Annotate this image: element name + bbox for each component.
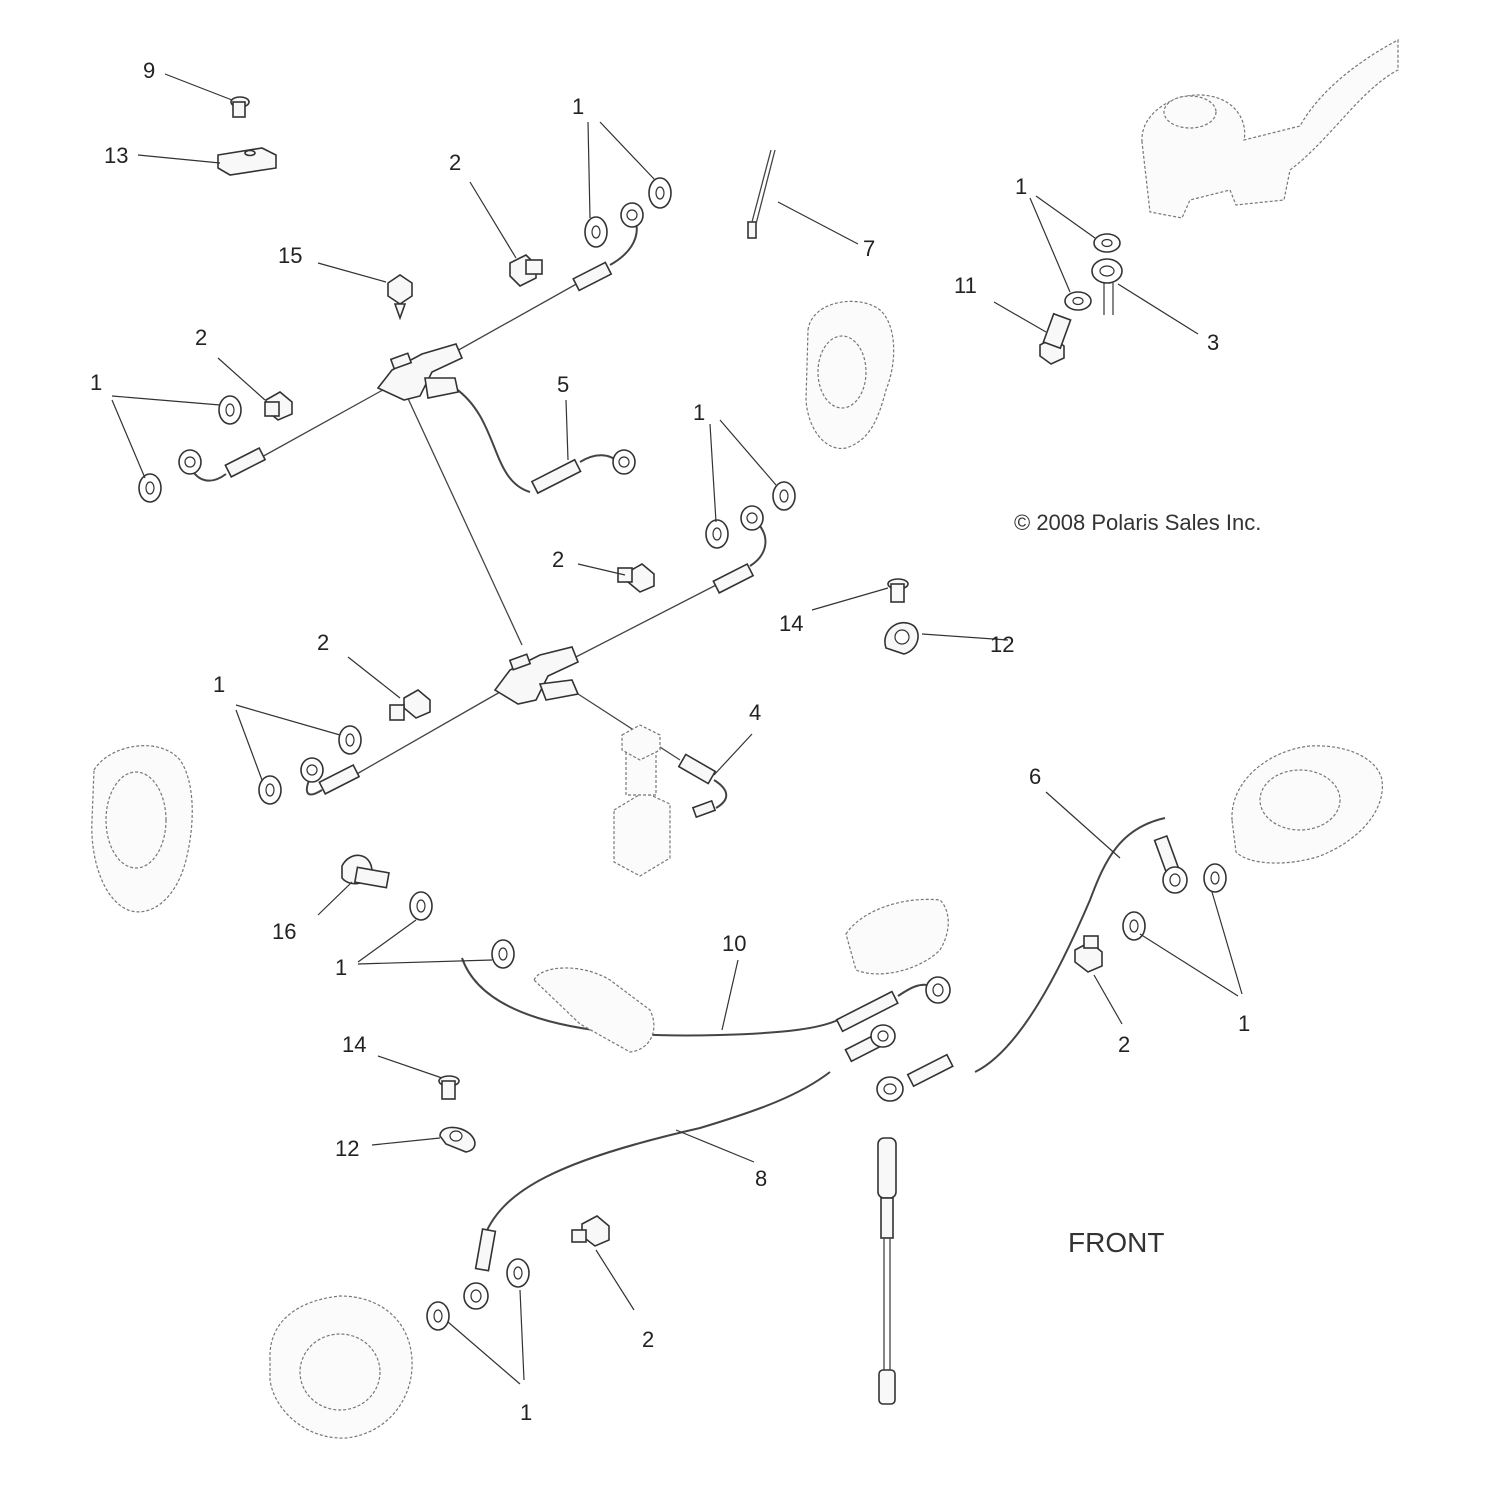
callout-5: 5 xyxy=(557,372,569,397)
sensor-cable xyxy=(877,1137,897,1405)
master-cylinder xyxy=(1141,39,1399,219)
hose-fitting-8-bottom xyxy=(463,1228,497,1310)
hose-fitting-5 xyxy=(530,449,636,495)
copyright-notice: © 2008 Polaris Sales Inc. xyxy=(1014,510,1261,535)
callout-14: 14 xyxy=(779,611,803,636)
bolt-11 xyxy=(1039,312,1072,365)
caliper-bottom-left xyxy=(269,1295,413,1439)
clip-bolt-14-upper xyxy=(887,578,909,603)
hose-fitting-8-top xyxy=(844,1024,896,1063)
banjo-fitting-3 xyxy=(1091,258,1123,315)
clip-nut-13 xyxy=(217,147,277,176)
caliper-lower-right xyxy=(1231,745,1383,864)
front-orientation-label: FRONT xyxy=(1068,1227,1164,1258)
proportioning-valve xyxy=(613,724,671,877)
callout-4: 4 xyxy=(749,700,761,725)
cable-tie-7 xyxy=(747,149,776,239)
caliper-upper-right xyxy=(805,300,895,449)
bolt-9 xyxy=(230,96,250,118)
callout-3: 3 xyxy=(1207,330,1219,355)
callout-13: 13 xyxy=(104,143,128,168)
hose-fitting-mid-right xyxy=(712,505,767,594)
callout-1: 1 xyxy=(90,370,102,395)
callout-12: 12 xyxy=(335,1136,359,1161)
callout-2: 2 xyxy=(552,547,564,572)
washers xyxy=(138,177,1227,1331)
callout-12: 12 xyxy=(990,632,1014,657)
callout-14: 14 xyxy=(342,1032,366,1057)
callout-1: 1 xyxy=(520,1400,532,1425)
hose-fitting-upper-right xyxy=(572,202,644,292)
hose-fitting-6-bottom xyxy=(876,1053,954,1102)
banjo-bolt-2-left xyxy=(264,391,293,421)
banjo-bolt-2-bottom xyxy=(571,1215,610,1247)
caliper-left xyxy=(91,745,193,913)
callout-2: 2 xyxy=(449,150,461,175)
abs-valve-block xyxy=(533,898,949,1053)
banjo-bolt-2-mid xyxy=(617,563,655,593)
callout-2: 2 xyxy=(1118,1032,1130,1057)
callout-1: 1 xyxy=(1238,1011,1250,1036)
callout-2: 2 xyxy=(317,630,329,655)
p-clip-12-lower xyxy=(439,1126,476,1153)
callout-8: 8 xyxy=(755,1166,767,1191)
callout-2: 2 xyxy=(195,325,207,350)
banjo-bolt-2-right xyxy=(1074,935,1103,973)
parts xyxy=(91,39,1399,1439)
callout-1: 1 xyxy=(335,955,347,980)
callout-6: 6 xyxy=(1029,764,1041,789)
clip-bolt-14-lower xyxy=(438,1075,460,1100)
hose-fitting-upper-left xyxy=(178,446,267,482)
p-clip-12-upper xyxy=(884,621,919,655)
callout-1: 1 xyxy=(693,400,705,425)
hose-fitting-4 xyxy=(677,753,728,819)
callout-11: 11 xyxy=(954,273,977,298)
callout-1: 1 xyxy=(572,94,584,119)
callout-15: 15 xyxy=(278,243,302,268)
callout-1: 1 xyxy=(1015,174,1027,199)
callout-16: 16 xyxy=(272,919,296,944)
tee-fitting-lower xyxy=(493,646,580,705)
tee-fitting-upper xyxy=(376,343,464,401)
banjo-bolt-2-lowerleft xyxy=(389,689,431,721)
callout-1: 1 xyxy=(213,672,225,697)
hose-fitting-6-top xyxy=(1153,834,1188,894)
hose-fitting-lower-left xyxy=(300,757,361,796)
leader-lines xyxy=(111,73,1243,1385)
brake-lines xyxy=(259,281,1166,1241)
banjo-bolt-2-upper xyxy=(509,254,543,287)
hose-fitting-10 xyxy=(835,976,951,1033)
callout-9: 9 xyxy=(143,58,155,83)
callout-labels: 9 13 2 1 15 7 1 11 3 2 1 5 1 2 14 12 2 1… xyxy=(90,58,1250,1425)
callout-10: 10 xyxy=(722,931,746,956)
callout-2: 2 xyxy=(642,1327,654,1352)
callout-7: 7 xyxy=(863,236,875,261)
fitting-16 xyxy=(341,854,390,889)
push-fastener-15 xyxy=(387,274,413,321)
